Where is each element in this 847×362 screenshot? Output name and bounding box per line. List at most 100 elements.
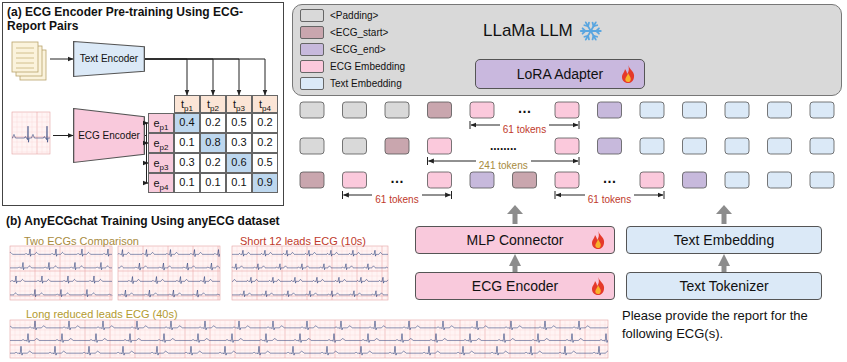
ecg-grid	[337, 246, 338, 300]
snowflake-branch	[583, 28, 586, 31]
ecg-grid	[305, 320, 306, 358]
ecg-grid	[120, 320, 121, 358]
matrix-cell-box: 0.2	[200, 153, 226, 173]
ecg-trace	[10, 334, 608, 343]
document-text-line	[16, 53, 34, 54]
document-text-line	[16, 68, 34, 69]
ecg-grid	[475, 320, 476, 358]
connector	[145, 136, 148, 184]
ecg-grid	[232, 266, 388, 267]
ecg-trace	[118, 263, 220, 270]
token-block	[300, 172, 324, 188]
matrix-cell: 0.3	[179, 156, 194, 169]
token-block	[470, 172, 494, 188]
matrix-cell-box: 0.3	[226, 133, 252, 153]
snowflake-branch	[596, 31, 599, 34]
node-text: MLP Connector	[466, 232, 563, 248]
ecg-grid	[232, 296, 388, 297]
ellipsis: …	[518, 100, 532, 116]
matrix-cell: 0.6	[231, 156, 246, 169]
matrix-cell-box: 0.1	[200, 173, 226, 193]
ecg-trace	[10, 346, 608, 355]
token-block	[300, 102, 324, 118]
ecg-grid	[37, 112, 38, 154]
ecg-grid	[12, 142, 50, 143]
ecg-grid	[195, 320, 196, 358]
ecg-grid	[500, 320, 501, 358]
similarity-header: ep4	[148, 173, 174, 193]
node-text: ECG Encoder	[78, 130, 140, 142]
token-rows	[300, 102, 834, 188]
ecg-grid	[10, 251, 112, 252]
ecg-grid	[295, 320, 296, 358]
feed-arrow	[507, 205, 523, 224]
ecg-grid	[540, 320, 541, 358]
ecg-grid	[345, 320, 346, 358]
token-block	[343, 138, 367, 154]
encoder-outline	[74, 109, 145, 163]
ecg-trace	[232, 250, 388, 256]
ecg-grid	[12, 147, 50, 148]
ecg-grid	[10, 345, 608, 346]
matrix-cell-box: 0.6	[226, 153, 252, 173]
node-text: (a) ECG Encoder Pre-training Using ECG-R…	[7, 5, 277, 33]
ecg-grid	[245, 320, 246, 358]
ellipsis: …	[603, 170, 617, 186]
similarity-header: tp2	[200, 95, 226, 113]
node-text: Text Encoder	[80, 53, 138, 65]
subscript: p3	[236, 104, 245, 113]
token-block	[683, 102, 707, 118]
ecg-grid	[60, 320, 61, 358]
ecg-grid	[150, 320, 151, 358]
ecg-grid	[535, 320, 536, 358]
token-block	[428, 102, 452, 118]
ecg-grid	[135, 320, 136, 358]
matrix-cell-box: 0.3	[174, 153, 200, 173]
span-tick	[579, 157, 580, 165]
node-text: Text Tokenizer	[679, 278, 768, 294]
matrix-cell: 0.5	[231, 116, 246, 129]
ecg-grid	[555, 320, 556, 358]
token-block	[725, 102, 749, 118]
ecg-grid	[320, 320, 321, 358]
ellipsis-box: …	[390, 169, 404, 187]
node-text: ECG Encoder	[472, 278, 558, 294]
text-embedding: Text Embedding	[626, 226, 822, 254]
ecg-grid	[550, 320, 551, 358]
matrix-cell-box: 0.2	[252, 113, 278, 133]
ellipsis-box: …	[603, 169, 617, 187]
ecg-grid	[525, 320, 526, 358]
ecg-grid	[355, 320, 356, 358]
token-count-box: 61 tokens	[500, 119, 549, 137]
span-tick	[427, 157, 428, 165]
matrix-cell: 0.3	[231, 136, 246, 149]
ecg-grid	[10, 286, 112, 287]
document-text-line	[16, 58, 34, 59]
token-block	[385, 138, 409, 154]
dataset-caption-box: Short 12 leads ECG (10s)	[240, 231, 366, 249]
ecg-trace	[10, 289, 112, 296]
ecg-grid	[10, 266, 112, 267]
ecg-grid	[200, 320, 201, 358]
ecg-grid	[490, 320, 491, 358]
ecg-grid	[10, 355, 608, 356]
span-tick	[451, 191, 452, 199]
similarity-header: tp4	[252, 95, 278, 113]
legend-row: <ECG_end>	[300, 43, 386, 56]
token-block	[470, 102, 494, 118]
ecg-grid	[115, 320, 116, 358]
ecg-grid	[118, 251, 220, 252]
matrix-cell: 0.9	[257, 176, 272, 189]
ecg-grid	[185, 320, 186, 358]
prompt-text-box: Please provide the report for the follow…	[622, 306, 844, 342]
ecg-grid	[12, 132, 50, 133]
ecg-grid	[465, 320, 466, 358]
token-block	[428, 138, 452, 154]
similarity-header: ep2	[148, 133, 174, 153]
similarity-header: ep3	[148, 153, 174, 173]
ecg-grid	[10, 325, 608, 326]
token-block	[768, 138, 792, 154]
ecg-grid	[118, 296, 220, 297]
ecg-grid	[400, 320, 401, 358]
